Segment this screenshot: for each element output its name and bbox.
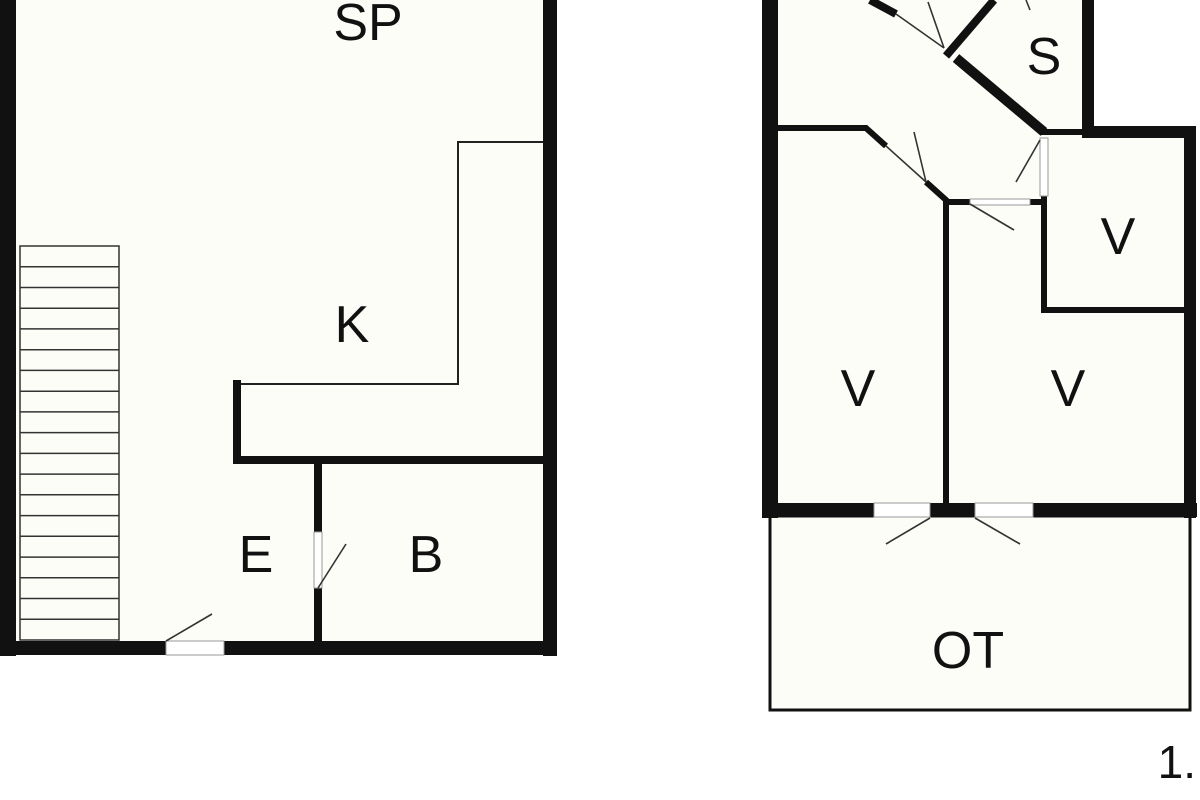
room-label-v-small: V [1101, 208, 1136, 266]
room-label-s: S [1027, 28, 1062, 86]
staircase [19, 245, 120, 641]
terrace-door-left [873, 502, 931, 545]
small-room-door-gap [1039, 137, 1049, 197]
bedroom-left-door-gap [885, 145, 927, 183]
room-label-sp: SP [333, 0, 402, 52]
room-label-k: K [335, 296, 370, 354]
room-label-v-left: V [841, 360, 876, 418]
entrance-door [165, 613, 225, 656]
bedroom-left-door [885, 131, 927, 183]
sauna-wall-inner [942, 0, 998, 59]
entrance-door-leaf [165, 613, 213, 642]
bathroom-door-gap [313, 531, 323, 589]
hall-door-top-gap [895, 13, 945, 49]
small-room-door [1015, 137, 1049, 197]
entrance-door-gap [165, 640, 225, 656]
left-building: SP K E B [0, 0, 557, 656]
hall-door-top [895, 1, 945, 49]
terrace-door-left-leaf [885, 517, 931, 545]
sauna-wall-diagonal [952, 54, 1048, 136]
room-label-ot: OT [932, 622, 1004, 680]
kitchen-counter [237, 141, 543, 385]
room-label-b: B [409, 526, 444, 584]
terrace-door-right-gap [974, 502, 1034, 518]
small-room-door-leaf [1015, 139, 1041, 183]
floor-number: 1. [1158, 736, 1196, 788]
right-building: S V V V OT [762, 0, 1197, 712]
bathroom-door [313, 531, 347, 589]
bedroom-left-door-leaf [913, 131, 927, 183]
bedroom-right-door [969, 198, 1031, 231]
bedroom-left-wall-north [778, 125, 889, 149]
terrace-door-right-leaf [974, 517, 1021, 545]
terrace-door-right [974, 502, 1034, 545]
room-label-v-right: V [1051, 360, 1086, 418]
staircase-steps [20, 265, 119, 621]
terrace-outline [768, 514, 1192, 712]
staircase-outline [19, 245, 120, 641]
hall-wall-north [868, 0, 898, 18]
sauna-door-leaf [1025, 0, 1031, 11]
room-label-e: E [239, 526, 274, 584]
terrace-door-left-gap [873, 502, 931, 518]
bedroom-right-door-gap [969, 198, 1031, 206]
bathroom-door-leaf [317, 543, 347, 589]
bedroom-right-door-leaf [969, 203, 1015, 231]
hall-door-top-leaf [927, 1, 945, 49]
